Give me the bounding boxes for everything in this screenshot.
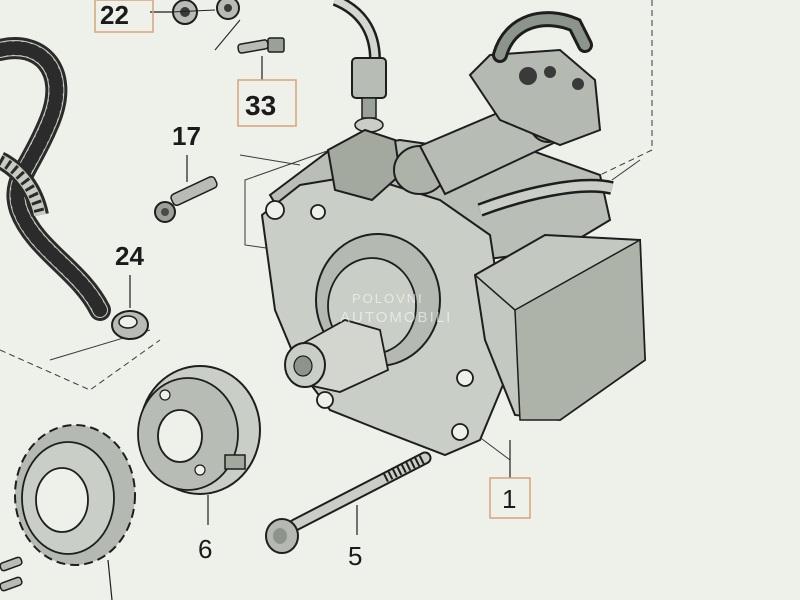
callout-label-22: 22 — [100, 0, 129, 30]
callout-1: 1 — [489, 477, 531, 519]
fuel-pump-body — [260, 11, 647, 457]
callout-box-1 — [489, 477, 531, 519]
callout-label-5: 5 — [348, 541, 362, 571]
callout-box-22 — [94, 0, 154, 33]
watermark-line-2: AUTOMOBILI — [340, 309, 452, 326]
callout-label-24: 24 — [115, 241, 144, 271]
callout-label-6: 6 — [198, 534, 212, 564]
drive-sprocket — [14, 424, 136, 600]
callout-label-33: 33 — [245, 90, 276, 121]
pump-hub — [137, 365, 261, 525]
callout-33: 33 — [237, 79, 297, 127]
callout-17: 17 — [172, 121, 201, 151]
bolt-17 — [154, 155, 218, 223]
watermark: POLOVNI AUTOMOBILI — [340, 291, 452, 326]
callout-label-17: 17 — [172, 121, 201, 151]
callout-5: 5 — [348, 541, 362, 571]
fuel-hose — [0, 37, 111, 321]
bolt-33 — [214, 19, 285, 80]
callout-6: 6 — [198, 534, 212, 564]
fuel-pipe — [332, 0, 387, 133]
watermark-line-1: POLOVNI — [352, 291, 424, 306]
callout-22: 22 — [94, 0, 154, 33]
long-bolt-5 — [265, 451, 432, 554]
callout-24: 24 — [115, 241, 144, 271]
callout-label-1: 1 — [502, 484, 516, 514]
pins — [0, 556, 23, 592]
callout-box-33 — [237, 79, 297, 127]
hose-clamp-24 — [111, 275, 149, 340]
